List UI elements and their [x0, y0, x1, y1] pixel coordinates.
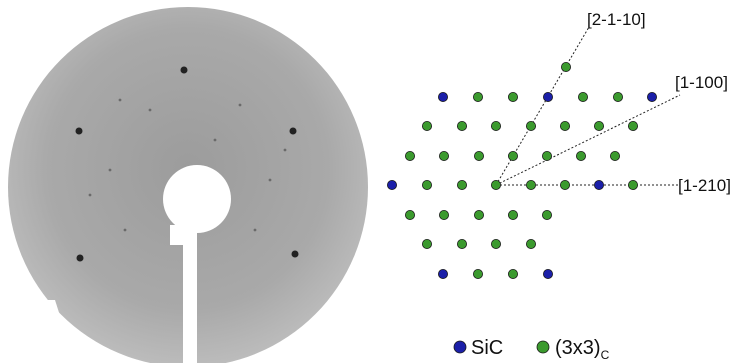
- reconstruction-spot: [473, 150, 484, 161]
- sic-spot: [437, 268, 448, 279]
- sic-spot: [594, 179, 605, 190]
- spot: [108, 168, 112, 172]
- sic-spot: [386, 179, 397, 190]
- reconstruction-spot: [421, 238, 432, 249]
- reconstruction-spot: [542, 150, 553, 161]
- reconstruction-spot: [561, 62, 572, 73]
- reconstruction-spot: [507, 209, 518, 220]
- spot: [118, 98, 122, 102]
- spot: [180, 66, 188, 74]
- legend-sic-marker: [453, 340, 467, 354]
- reconstruction-spot: [542, 209, 553, 220]
- reconstruction-spot: [490, 179, 501, 190]
- reconstruction-spot: [421, 121, 432, 132]
- legend-recon-label: (3x3)C: [555, 337, 610, 362]
- reconstruction-spot: [526, 179, 537, 190]
- reconstruction-spot: [560, 121, 571, 132]
- reconstruction-spot: [526, 238, 537, 249]
- reconstruction-spot: [578, 92, 589, 103]
- electron-gun-hole: [163, 165, 231, 233]
- reconstruction-spot: [472, 92, 483, 103]
- reconstruction-spot: [507, 92, 518, 103]
- lattice-dots: [386, 62, 658, 279]
- reconstruction-spot: [438, 209, 449, 220]
- reconstruction-spot: [507, 150, 518, 161]
- reconstruction-spot: [560, 179, 571, 190]
- direction-label-1-210: [1-210]: [678, 176, 731, 195]
- spot: [213, 138, 217, 142]
- electron-gun-stem: [183, 225, 197, 363]
- spot: [253, 228, 257, 232]
- reconstruction-spot: [472, 268, 483, 279]
- reconstruction-spot: [576, 150, 587, 161]
- reconstruction-spot: [610, 150, 621, 161]
- reconstruction-spot: [456, 179, 467, 190]
- reciprocal-lattice-schematic: [386, 26, 681, 279]
- spot: [268, 178, 272, 182]
- reconstruction-spot: [490, 121, 501, 132]
- legend-recon-subscript: C: [601, 348, 610, 362]
- sic-spot: [543, 92, 554, 103]
- reconstruction-spot: [456, 238, 467, 249]
- reconstruction-spot: [473, 209, 484, 220]
- reconstruction-spot: [404, 150, 415, 161]
- reconstruction-spot: [490, 238, 501, 249]
- legend-sic-label: SiC: [471, 337, 503, 359]
- sic-spot: [647, 92, 658, 103]
- direction-line-2-1-10: [495, 26, 590, 186]
- spot: [283, 148, 287, 152]
- direction-line-1-100: [495, 94, 681, 186]
- reconstruction-spot: [456, 121, 467, 132]
- spot: [238, 103, 242, 107]
- diffraction-spots: [75, 66, 299, 262]
- leed-screen-notch: [0, 300, 75, 363]
- spot: [76, 254, 84, 262]
- reconstruction-spot: [526, 121, 537, 132]
- spot: [88, 193, 92, 197]
- direction-label-2-1-10: [2-1-10]: [587, 10, 646, 29]
- direction-label-1-100: [1-100]: [675, 73, 728, 92]
- reconstruction-spot: [594, 121, 605, 132]
- spot: [291, 250, 299, 258]
- reconstruction-spot: [507, 268, 518, 279]
- spot: [289, 127, 297, 135]
- reconstruction-spot: [404, 209, 415, 220]
- legend-recon-marker: [536, 340, 550, 354]
- reconstruction-spot: [628, 121, 639, 132]
- spot: [75, 127, 83, 135]
- leed-pattern-image: [0, 7, 368, 363]
- spot: [148, 108, 152, 112]
- sic-spot: [437, 92, 448, 103]
- reconstruction-spot: [438, 150, 449, 161]
- legend: SiC (3x3)C: [453, 337, 610, 362]
- reconstruction-spot: [421, 179, 432, 190]
- spot: [123, 228, 127, 232]
- legend-recon-main: (3x3): [555, 337, 601, 359]
- sic-spot: [543, 268, 554, 279]
- reconstruction-spot: [628, 179, 639, 190]
- reconstruction-spot: [613, 92, 624, 103]
